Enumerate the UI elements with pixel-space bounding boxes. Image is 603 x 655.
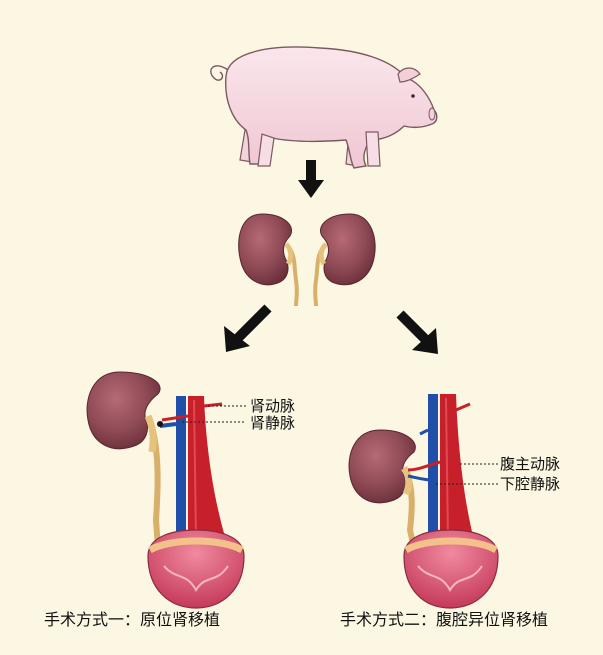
- label-abdominal-aorta: 腹主动脉: [500, 455, 560, 473]
- kidney-pair-illustration: [239, 214, 376, 306]
- orthotopic-transplant-illustration: [87, 372, 246, 608]
- caption-method-one: 手术方式一：原位肾移植: [44, 610, 220, 630]
- pig-illustration: [211, 47, 437, 168]
- heterotopic-transplant-illustration: [349, 394, 498, 608]
- label-renal-vein: 肾静脉: [250, 414, 295, 432]
- arrow-down-left-icon: [224, 308, 268, 352]
- label-inferior-vena-cava: 下腔静脉: [500, 475, 560, 493]
- label-renal-artery: 肾动脉: [250, 397, 295, 415]
- arrow-down-right-icon: [400, 314, 438, 354]
- arrow-down-icon: [298, 160, 324, 198]
- caption-method-two: 手术方式二：腹腔异位肾移植: [340, 610, 548, 630]
